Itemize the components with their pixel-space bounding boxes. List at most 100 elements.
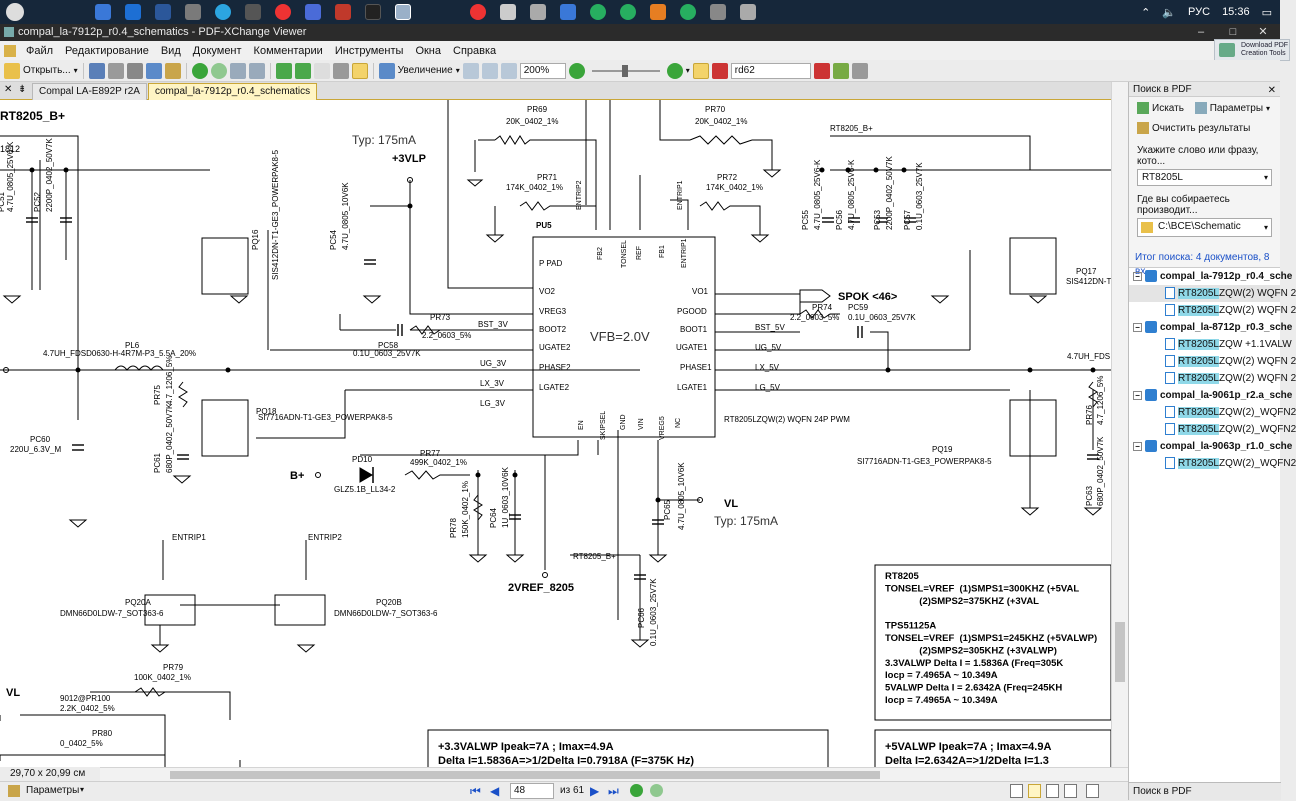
menu-comments[interactable]: Комментарии — [253, 44, 323, 57]
minimize-button[interactable]: – — [1197, 26, 1205, 38]
layout-facing-icon[interactable] — [1046, 784, 1059, 798]
result-hit[interactable]: RT8205LZQW(2) WQFN 2 — [1129, 353, 1296, 370]
menu-windows[interactable]: Окна — [415, 44, 441, 57]
app-icon[interactable] — [740, 4, 756, 20]
actual-size-icon[interactable] — [462, 62, 479, 79]
undo-icon[interactable] — [229, 62, 246, 79]
check2-icon[interactable] — [620, 4, 636, 20]
menu-edit[interactable]: Редактирование — [65, 44, 149, 57]
search-tool-icon[interactable] — [711, 62, 728, 79]
language-indicator[interactable]: РУС — [1188, 6, 1211, 18]
pdfxchange-icon[interactable] — [395, 4, 411, 20]
zoom-in-icon[interactable] — [666, 62, 683, 79]
chevron-down-icon[interactable]: ▾ — [73, 66, 78, 75]
search-location-field[interactable]: C:\BCE\Schematic ▾ — [1137, 218, 1272, 237]
pen-icon[interactable] — [500, 4, 516, 20]
result-hit[interactable]: RT8205LZQW(2) WQFN 2 — [1129, 370, 1296, 387]
vertical-scrollbar[interactable] — [1111, 82, 1128, 767]
x-icon[interactable] — [365, 4, 381, 20]
pb-icon[interactable] — [710, 4, 726, 20]
notifications-icon[interactable]: ▭ — [1261, 6, 1272, 19]
result-hit[interactable]: RT8205LZQW(2) WQFN 2 — [1129, 285, 1296, 302]
hand-tool-icon[interactable] — [313, 62, 330, 79]
tab-compal-la-7912p[interactable]: compal_la-7912p_r0.4_schematics — [148, 83, 318, 100]
open-button[interactable]: Открыть... — [23, 65, 71, 76]
menu-document[interactable]: Документ — [192, 44, 242, 57]
collapse-icon[interactable]: − — [1133, 323, 1142, 332]
snapshot-icon[interactable] — [332, 62, 349, 79]
redo-icon[interactable] — [248, 62, 265, 79]
zoom-slider[interactable] — [591, 64, 660, 77]
app-menu-icon[interactable] — [4, 44, 16, 57]
ocr-icon[interactable] — [164, 62, 181, 79]
telegram-icon[interactable] — [215, 4, 231, 20]
rotate-icon[interactable] — [275, 62, 292, 79]
page-number-field[interactable]: 48 — [510, 783, 554, 799]
result-document[interactable]: −compal_la-7912p_r0.4_sche — [1129, 268, 1292, 285]
fit-width-icon[interactable] — [500, 62, 517, 79]
layout-single-icon[interactable] — [1010, 784, 1023, 798]
scroll-thumb[interactable] — [1115, 622, 1125, 682]
forward-icon[interactable] — [210, 62, 227, 79]
close-pane-icon[interactable]: ✕ — [1267, 85, 1276, 96]
history-back-icon[interactable] — [630, 784, 643, 797]
mail-icon[interactable] — [305, 4, 321, 20]
result-hit[interactable]: RT8205LZQW(2)_WQFN2 — [1129, 455, 1296, 472]
menu-view[interactable]: Вид — [160, 44, 181, 57]
collapse-icon[interactable]: − — [1133, 442, 1142, 451]
tab-list-icon[interactable]: ⇟ — [18, 84, 27, 95]
zoom-level-field[interactable]: 200% — [519, 62, 566, 79]
prev-page-icon[interactable]: ◀ — [490, 784, 500, 798]
result-hit[interactable]: RT8205LZQW(2) WQFN 2 — [1129, 302, 1296, 319]
chevron-down-icon[interactable]: ▾ — [685, 66, 690, 75]
result-document[interactable]: −compal_la-8712p_r0.3_sche — [1129, 319, 1292, 336]
clear-results-button[interactable]: Очистить результаты — [1133, 120, 1254, 136]
collapse-icon[interactable]: − — [1133, 272, 1142, 281]
chevron-down-icon[interactable]: ▾ — [1263, 223, 1268, 232]
find-icon[interactable] — [813, 62, 830, 79]
first-page-icon[interactable]: ⏮ — [470, 784, 481, 798]
chevron-down-icon[interactable]: ▾ — [455, 66, 460, 75]
check3-icon[interactable] — [680, 4, 696, 20]
open-folder-icon[interactable] — [4, 62, 20, 79]
layout-continuous-icon[interactable] — [1028, 784, 1041, 798]
maximize-button[interactable]: □ — [1229, 26, 1237, 38]
result-hit[interactable]: RT8205LZQW(2)_WQFN2 — [1129, 421, 1296, 438]
layout-extra-icon[interactable] — [1086, 784, 1099, 798]
misc-icon[interactable] — [245, 4, 261, 20]
search-pane-bottom-tab[interactable]: Поиск в PDF — [1129, 782, 1281, 800]
params-icon[interactable] — [8, 785, 20, 797]
mail2-icon[interactable] — [560, 4, 576, 20]
find-next-icon[interactable] — [832, 62, 849, 79]
close-doc-icon[interactable]: ✕ — [4, 84, 13, 95]
result-hit[interactable]: RT8205LZQW(2)_WQFN2 — [1129, 404, 1296, 421]
download-pdf-tools-button[interactable]: Download PDF Creation Tools — [1214, 39, 1290, 61]
menu-tools[interactable]: Инструменты — [334, 44, 404, 57]
hscroll-thumb[interactable] — [170, 771, 880, 779]
chevron-down-icon[interactable]: ▾ — [80, 785, 85, 794]
collapse-icon[interactable]: − — [1133, 391, 1142, 400]
pdf-icon[interactable] — [335, 4, 351, 20]
start-logo-icon[interactable] — [6, 3, 24, 21]
search-word-field[interactable]: RT8205L ▾ — [1137, 169, 1272, 186]
zoom-out-icon[interactable] — [568, 62, 585, 79]
tools-icon[interactable] — [851, 62, 868, 79]
horizontal-scrollbar[interactable] — [0, 767, 1128, 781]
chevron-down-icon[interactable]: ▾ — [1263, 173, 1268, 182]
menu-help[interactable]: Справка — [453, 44, 497, 57]
save-icon[interactable] — [88, 62, 105, 79]
print-icon[interactable] — [107, 62, 124, 79]
zoom-icon[interactable] — [378, 62, 395, 79]
chevron-up-icon[interactable]: ⌃ — [1141, 6, 1151, 19]
speaker-icon[interactable]: 🔈 — [1162, 6, 1177, 19]
result-hit[interactable]: RT8205LZQW +1.1VALW — [1129, 336, 1292, 353]
scan-icon[interactable] — [126, 62, 143, 79]
edge-icon[interactable] — [125, 4, 141, 20]
params-button[interactable]: Параметры — [26, 785, 80, 796]
history-forward-icon[interactable] — [650, 784, 663, 797]
next-page-icon[interactable]: ▶ — [590, 784, 600, 798]
result-document[interactable]: −compal_la-9061p_r2.a_sche — [1129, 387, 1292, 404]
close-window-button[interactable]: ✕ — [1258, 26, 1268, 38]
store-icon[interactable] — [185, 4, 201, 20]
